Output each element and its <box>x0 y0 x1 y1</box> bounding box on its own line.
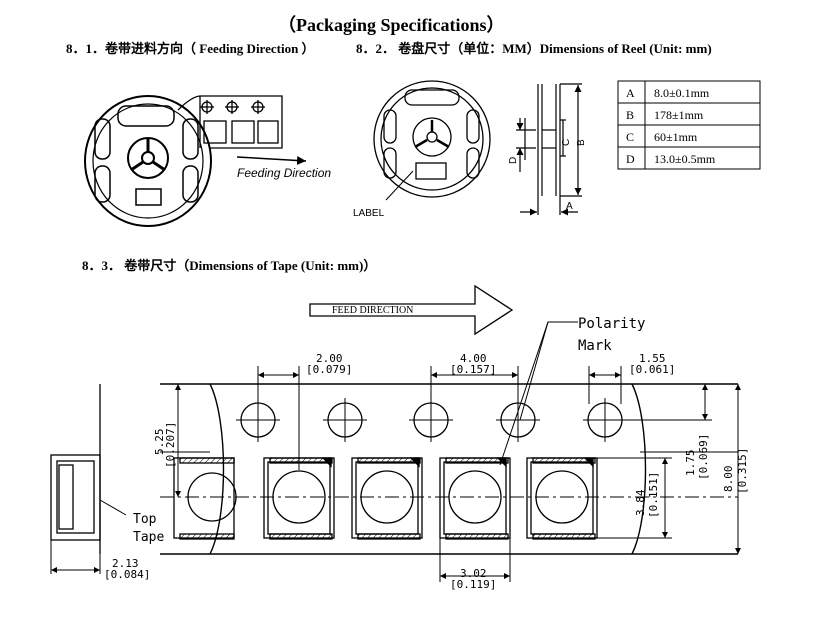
tape-side-view <box>50 384 127 554</box>
section-8-2-title: 8．2． 卷盘尺寸（单位：MM）Dimensions of Reel (Unit… <box>356 41 712 56</box>
dim-1-75-in: [0.069] <box>697 434 710 480</box>
label-callout: LABEL <box>353 208 385 219</box>
feeding-direction-label: Feeding Direction <box>237 166 331 180</box>
table-key-b: B <box>626 108 634 122</box>
page-title: （Packaging Specifications） <box>278 15 505 35</box>
table-value-a: 8.0±0.1mm <box>654 86 710 100</box>
polarity-mark-label-line2: Mark <box>578 338 612 354</box>
table-value-b: 178±1mm <box>654 108 704 122</box>
dim-2-00-in: [0.079] <box>306 363 352 376</box>
dim-1-55-in: [0.061] <box>629 363 675 376</box>
table-value-c: 60±1mm <box>654 130 698 144</box>
dim-3-02-mm: 3.02 <box>460 567 487 580</box>
carrier-tape <box>160 383 738 555</box>
reel-front-view <box>373 80 491 198</box>
table-key-a: A <box>626 86 635 100</box>
section-8-1-title: 8．1．卷带进料方向（ Feeding Direction ） <box>66 41 315 56</box>
dim-1-75-mm: 1.75 <box>684 450 697 477</box>
feeding-reel-illustration <box>84 95 212 227</box>
dim-1-55-mm: 1.55 <box>639 352 666 365</box>
feeding-tape <box>177 95 283 149</box>
dim-5-25-in: [0.207] <box>164 422 177 468</box>
reel-side-view <box>516 83 582 216</box>
dim-2-00-mm: 2.00 <box>316 352 343 365</box>
tape-dimension-lines <box>50 366 741 582</box>
table-key-c: C <box>626 130 634 144</box>
label-leader-line <box>385 170 414 201</box>
dim-3-02-in: [0.119] <box>450 578 496 591</box>
polarity-leader-line <box>499 321 578 466</box>
table-value-d: 13.0±0.5mm <box>654 152 716 166</box>
top-tape-label-line1: Top <box>133 512 157 527</box>
dim-c-label: C <box>561 139 572 146</box>
dim-3-84-mm: 3.84 <box>634 489 647 516</box>
polarity-mark-label-line1: Polarity <box>578 316 645 332</box>
dim-a-label: A <box>566 201 573 212</box>
section-8-3-title: 8．3． 卷带尺寸（Dimensions of Tape (Unit: mm)） <box>82 258 376 273</box>
feeding-direction-arrow <box>236 155 307 165</box>
feed-direction-label: FEED DIRECTION <box>332 305 413 316</box>
dim-5-25-mm: 5.25 <box>153 429 166 456</box>
top-tape-label-line2: Tape <box>133 530 164 545</box>
dim-2-13-in: [0.084] <box>104 568 150 581</box>
dim-2-13-mm: 2.13 <box>112 557 139 570</box>
dim-8-00-in: [0.315] <box>736 448 749 494</box>
dim-d-label: D <box>508 157 519 164</box>
sprocket-holes <box>236 398 627 442</box>
dim-8-00-mm: 8.00 <box>722 466 735 493</box>
table-key-d: D <box>626 152 635 166</box>
component-pockets <box>173 457 598 540</box>
polarity-leader-line-2 <box>519 321 549 421</box>
dim-4-00-mm: 4.00 <box>460 352 487 365</box>
feed-direction-arrow <box>309 284 514 336</box>
dim-b-label: B <box>576 139 587 146</box>
dim-3-84-in: [0.151] <box>647 472 660 518</box>
dim-4-00-in: [0.157] <box>450 363 496 376</box>
reel-dimension-table: A 8.0±0.1mm B 178±1mm C 60±1mm D 13.0±0.… <box>617 80 761 170</box>
